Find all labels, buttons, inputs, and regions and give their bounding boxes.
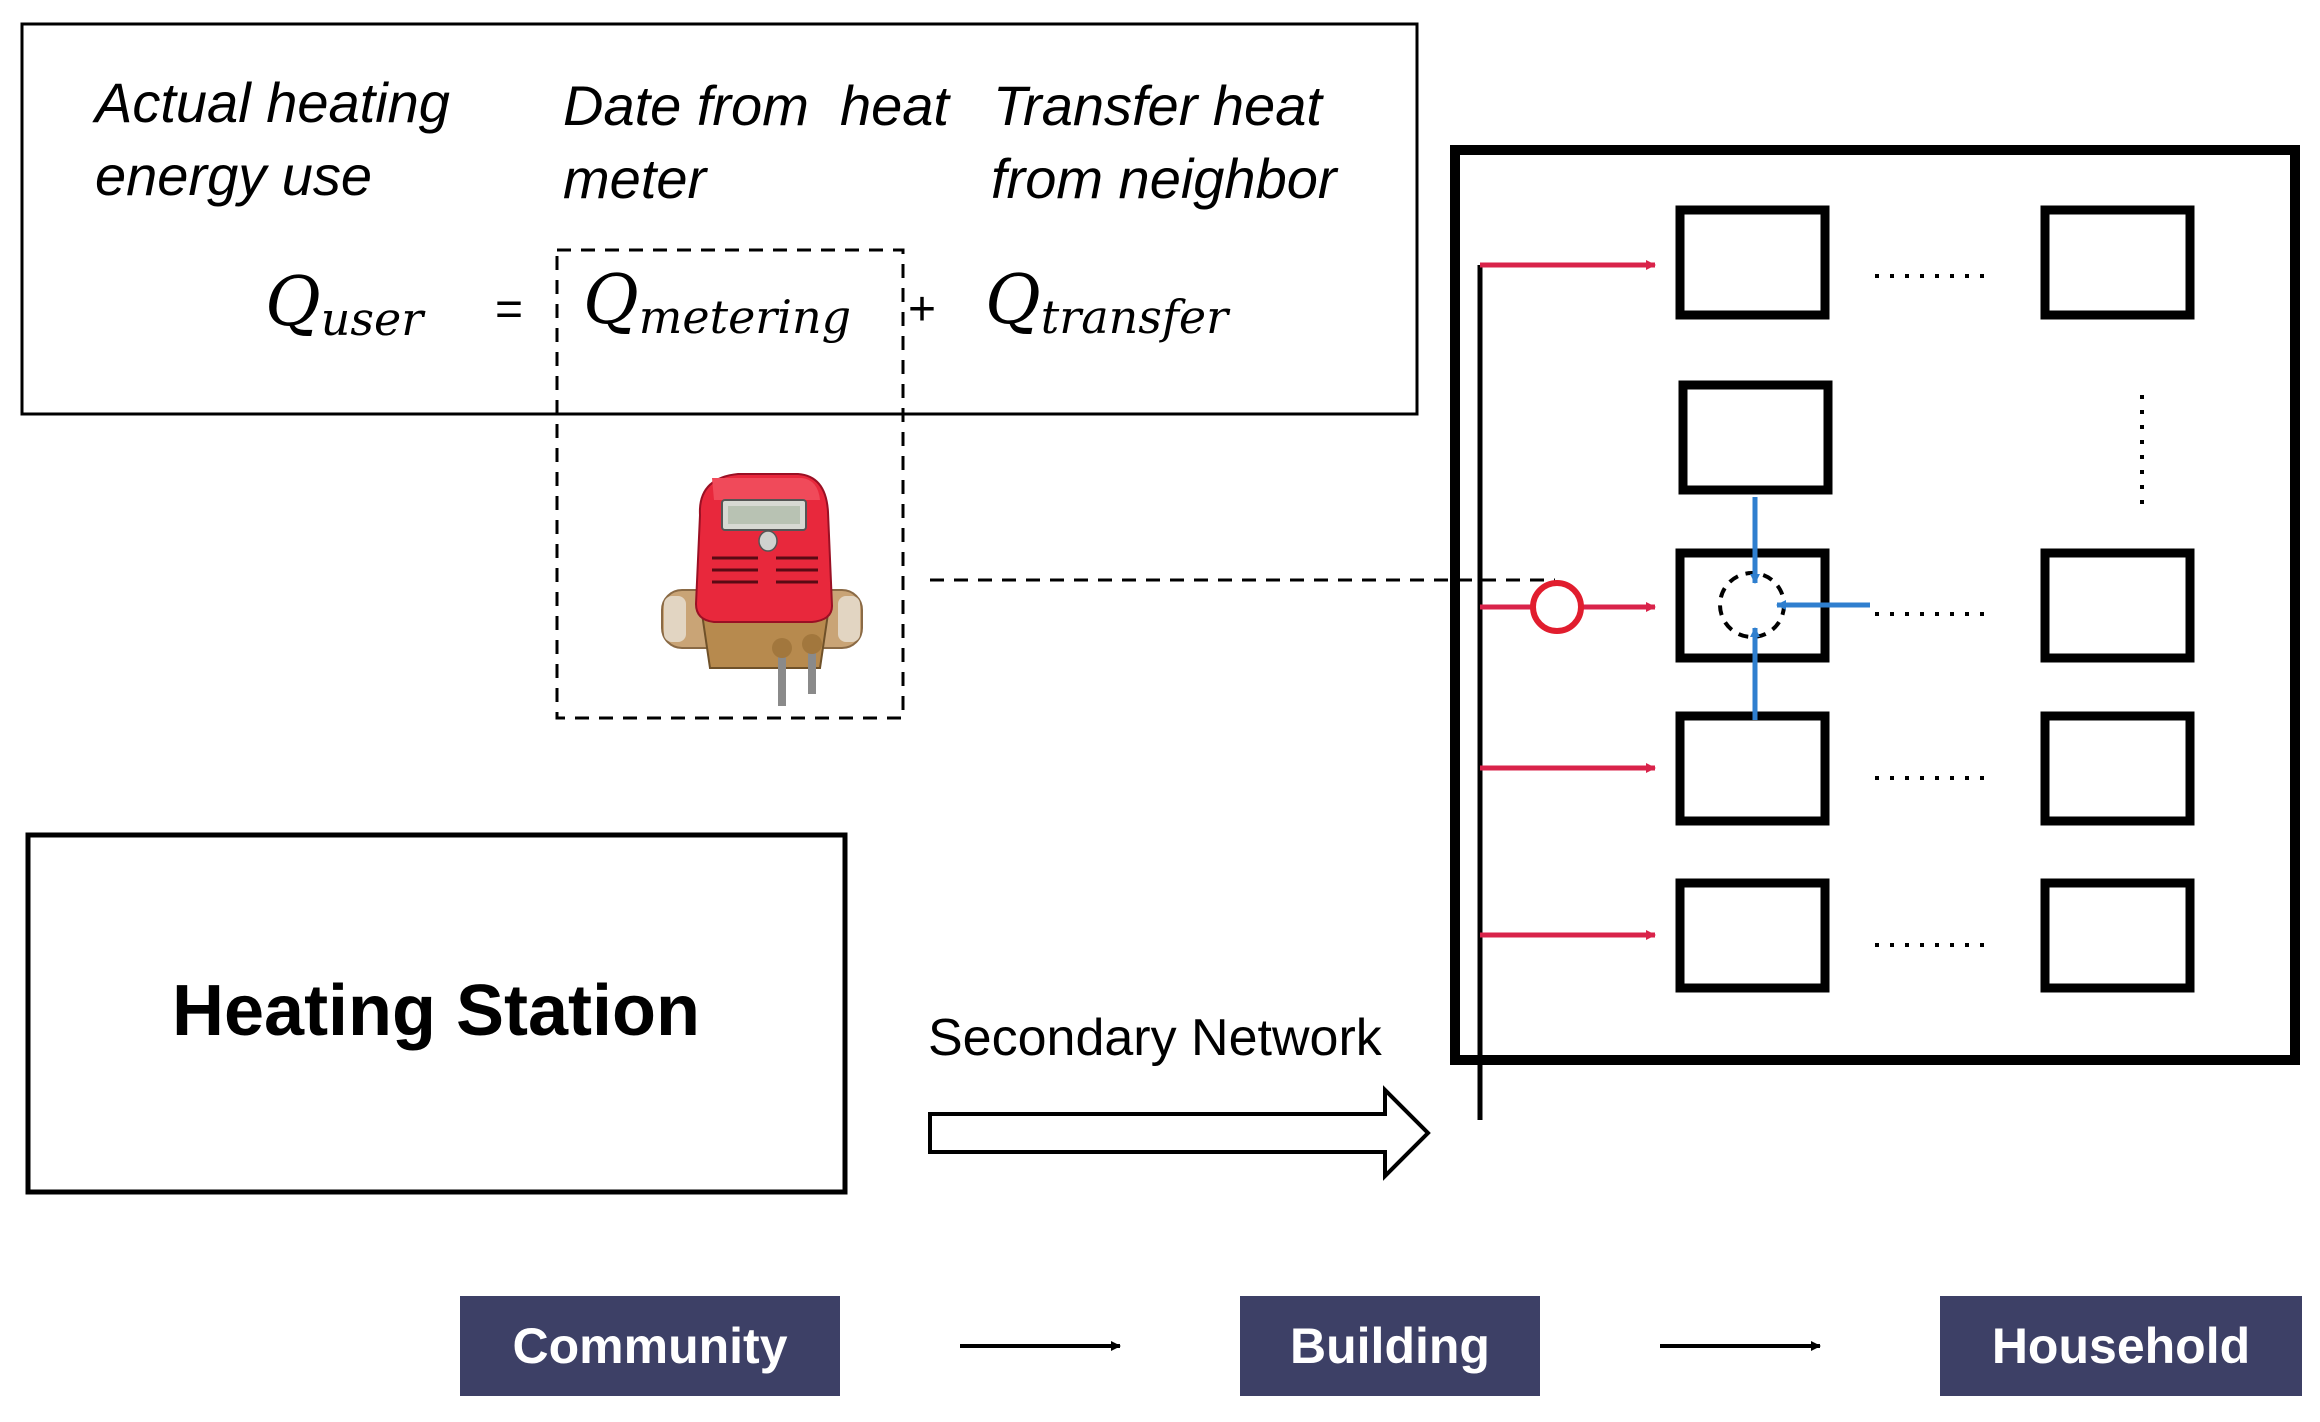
secondary-network-label: Secondary Network bbox=[928, 1009, 1383, 1067]
q-metering-symbol: Q bbox=[583, 261, 639, 340]
secondary-network-arrow bbox=[928, 1085, 1431, 1181]
household-unit bbox=[2040, 711, 2195, 826]
equals-sign: = bbox=[495, 283, 523, 336]
badge-household bbox=[1940, 1296, 2302, 1396]
q-user: Quser bbox=[265, 263, 426, 346]
heat-transfer-target-circle bbox=[1718, 571, 1786, 639]
badge-community bbox=[460, 1296, 840, 1396]
household-unit bbox=[1675, 878, 1830, 993]
q-user-subscript: user bbox=[321, 292, 426, 346]
badge-building bbox=[1240, 1296, 1540, 1396]
household-unit bbox=[2040, 205, 2195, 320]
household-unit bbox=[1675, 205, 1830, 320]
meter-position-circle-icon bbox=[1530, 580, 1584, 634]
heat-meter-icon bbox=[661, 473, 863, 706]
badge-community-label: Community bbox=[513, 1318, 788, 1374]
q-user-symbol: Q bbox=[265, 263, 321, 342]
building bbox=[1450, 145, 2300, 1120]
label-actual-line2: energy use bbox=[95, 144, 372, 207]
q-transfer-symbol: Q bbox=[985, 261, 1041, 340]
hierarchy-row: Community Building Household bbox=[460, 1296, 2302, 1396]
building-outline bbox=[1450, 145, 2300, 1065]
household-unit bbox=[2040, 878, 2195, 993]
formula-box: Actual heating energy use Date from heat… bbox=[20, 22, 1419, 416]
q-metering-subscript: metering bbox=[639, 290, 851, 344]
label-transfer-line2: from neighbor bbox=[991, 147, 1339, 210]
household-unit bbox=[1675, 711, 1830, 826]
label-transfer-line1: Transfer heat bbox=[993, 74, 1324, 137]
q-transfer-subscript: transfer bbox=[1041, 290, 1231, 344]
badge-household-label: Household bbox=[1992, 1318, 2250, 1374]
household-unit bbox=[1678, 380, 1833, 495]
metering-dashed-box bbox=[555, 248, 905, 720]
plus-sign: + bbox=[908, 283, 936, 336]
label-meter-line2: meter bbox=[563, 147, 708, 210]
label-actual-line1: Actual heating bbox=[92, 71, 450, 134]
heating-station: Heating Station bbox=[25, 832, 848, 1195]
heating-station-label: Heating Station bbox=[172, 971, 700, 1051]
q-metering: Qmetering bbox=[583, 261, 851, 344]
label-meter-line1: Date from heat bbox=[563, 74, 951, 137]
q-transfer: Qtransfer bbox=[985, 261, 1231, 344]
household-unit bbox=[2040, 548, 2195, 663]
badge-building-label: Building bbox=[1290, 1318, 1490, 1374]
